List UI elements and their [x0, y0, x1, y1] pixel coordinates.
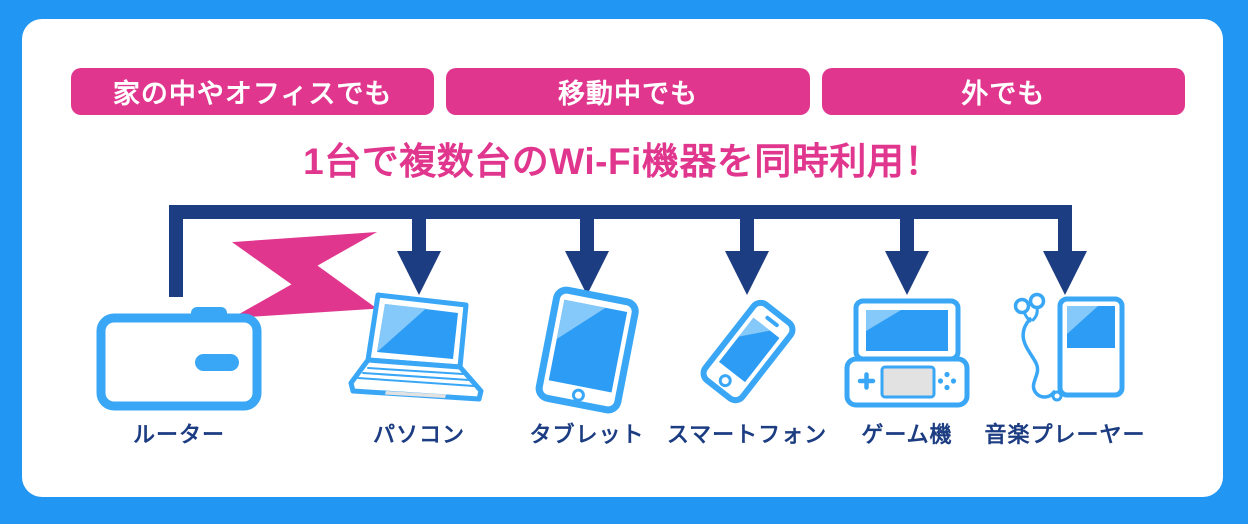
- banner-on-the-move: 移動中でも: [446, 68, 810, 115]
- device-label: パソコン: [372, 422, 465, 447]
- content-card: 家の中やオフィスでも 移動中でも 外でも 1台で複数台のWi-Fi機器を同時利用…: [22, 19, 1223, 497]
- device-music-player: 音楽プレーヤー: [970, 287, 1160, 449]
- device-smartphone: スマートフォン: [652, 287, 842, 449]
- lightning-icon: [232, 232, 377, 318]
- tablet-icon: [535, 286, 639, 414]
- device-game-console: ゲーム機: [812, 287, 1002, 449]
- device-label: 音楽プレーヤー: [984, 422, 1146, 447]
- context-banner-row: 家の中やオフィスでも 移動中でも 外でも: [71, 68, 1185, 115]
- banner-home-office-label: 家の中やオフィスでも: [112, 79, 393, 109]
- banner-outdoors-label: 外でも: [961, 79, 1046, 109]
- device-label: タブレット: [529, 422, 645, 447]
- connector-lines: [169, 205, 1087, 297]
- banner-home-office: 家の中やオフィスでも: [71, 68, 435, 115]
- device-label: スマートフォン: [666, 422, 828, 447]
- device-router: ルーター: [84, 287, 274, 449]
- smartphone-icon: [700, 299, 796, 404]
- device-label: ルーター: [132, 422, 225, 447]
- page-title: 1台で複数台のWi-Fi機器を同時利用！: [303, 141, 942, 182]
- router-icon: [96, 307, 262, 411]
- banner-on-the-move-label: 移動中でも: [557, 79, 698, 109]
- laptop-icon: [348, 292, 484, 402]
- game-console-icon: [844, 298, 970, 408]
- device-tablet: タブレット: [492, 286, 682, 449]
- device-pc: パソコン: [324, 287, 514, 449]
- device-label: ゲーム機: [861, 422, 953, 447]
- banner-outdoors: 外でも: [821, 68, 1185, 115]
- music-player-icon: [1013, 292, 1125, 402]
